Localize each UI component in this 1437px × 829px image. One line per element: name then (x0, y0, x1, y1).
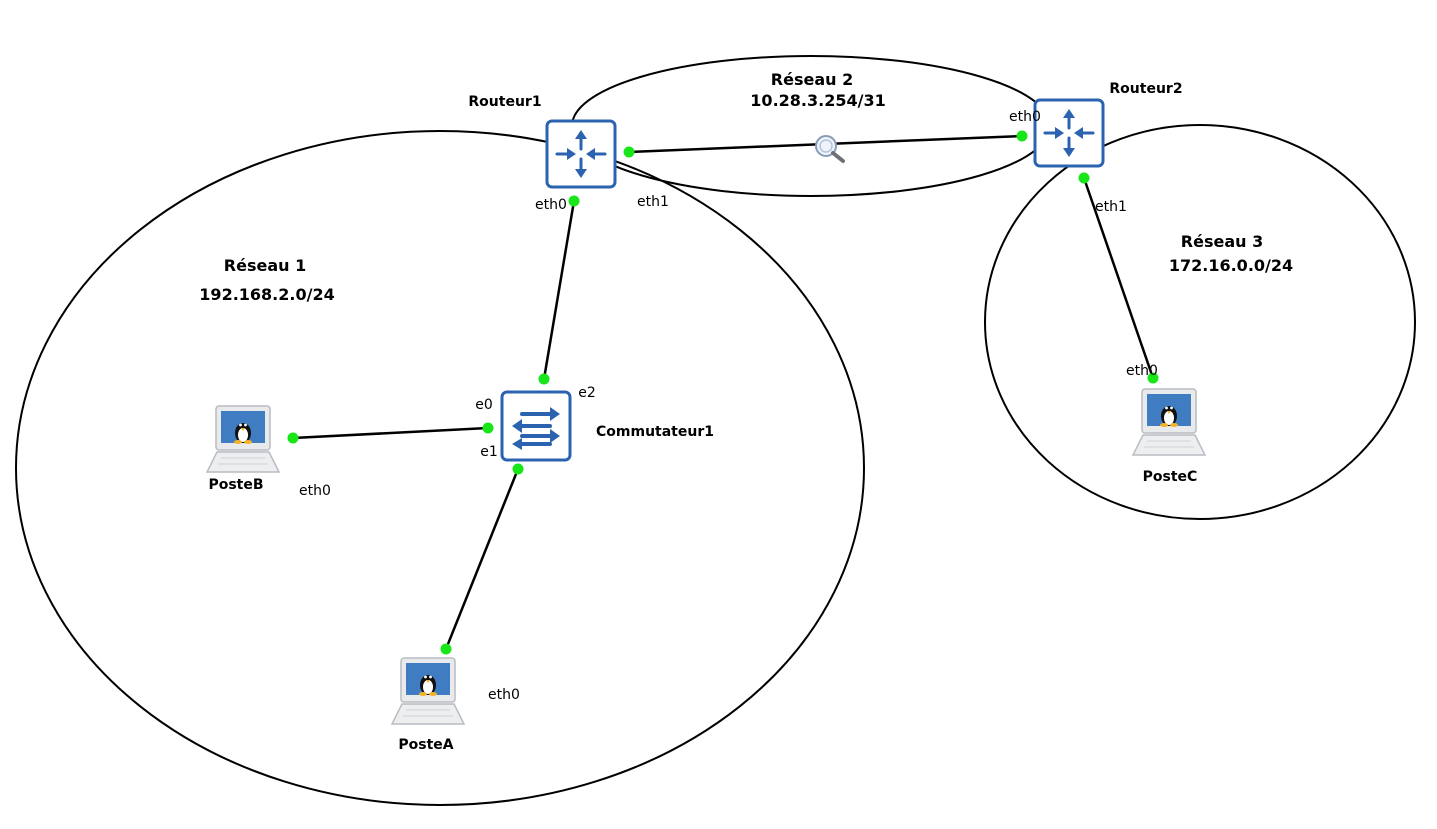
routeur1-router-icon[interactable] (545, 119, 617, 189)
routeur2-label[interactable]: Routeur2 (1109, 81, 1182, 97)
commutateur1-e1-label: e1 (480, 444, 498, 460)
routeur1-eth0-status-dot[interactable] (568, 195, 580, 207)
postec-eth0-label: eth0 (1126, 363, 1158, 379)
link-commutateur1-posteb[interactable] (292, 426, 489, 440)
reseau3-zone (984, 124, 1416, 520)
postea-linux-workstation-icon[interactable] (391, 657, 465, 725)
postea-eth0-status-dot[interactable] (440, 643, 452, 655)
port-status-dots (287, 130, 1159, 655)
commutateur1-e2-status-dot[interactable] (538, 373, 550, 385)
reseau2-subnet: 10.28.3.254/31 (750, 91, 885, 110)
magnifier-icon[interactable] (815, 135, 845, 163)
postec-label[interactable]: PosteC (1143, 469, 1198, 485)
routeur2-eth1-label: eth1 (1095, 199, 1127, 215)
postea-label[interactable]: PosteA (398, 737, 453, 753)
reseau1-subnet: 192.168.2.0/24 (199, 285, 334, 304)
routeur2-eth0-label: eth0 (1009, 109, 1041, 125)
commutateur1-e2-label: e2 (578, 385, 596, 401)
link-commutateur1-postea[interactable] (444, 468, 520, 650)
link-routeur2-postec[interactable] (1082, 177, 1155, 379)
reseau1-name: Réseau 1 (224, 256, 306, 275)
commutateur1-e0-label: e0 (475, 397, 493, 413)
routeur1-eth0-label: eth0 (535, 197, 567, 213)
commutateur1-e0-status-dot[interactable] (482, 422, 494, 434)
postec-eth0-status-dot[interactable] (1147, 372, 1159, 384)
reseau1-zone (15, 130, 865, 806)
posteb-eth0-status-dot[interactable] (287, 432, 299, 444)
posteb-eth0-label: eth0 (299, 483, 331, 499)
routeur2-router-icon[interactable] (1033, 98, 1105, 168)
routeur1-label[interactable]: Routeur1 (468, 94, 541, 110)
postec-linux-workstation-icon[interactable] (1132, 388, 1206, 456)
reseau2-name: Réseau 2 (771, 70, 853, 89)
routeur2-eth1-status-dot[interactable] (1078, 172, 1090, 184)
reseau3-name: Réseau 3 (1181, 232, 1263, 251)
commutateur1-switch-icon[interactable] (500, 390, 572, 462)
postea-eth0-label: eth0 (488, 687, 520, 703)
commutateur1-e1-status-dot[interactable] (512, 463, 524, 475)
routeur2-eth0-status-dot[interactable] (1016, 130, 1028, 142)
posteb-label[interactable]: PosteB (208, 477, 263, 493)
routeur1-eth1-label: eth1 (637, 194, 669, 210)
reseau3-subnet: 172.16.0.0/24 (1169, 256, 1293, 275)
commutateur1-label[interactable]: Commutateur1 (596, 424, 714, 440)
posteb-linux-workstation-icon[interactable] (206, 405, 280, 473)
link-routeur1-commutateur1[interactable] (542, 200, 576, 380)
routeur1-eth1-status-dot[interactable] (623, 146, 635, 158)
links (292, 134, 1155, 650)
